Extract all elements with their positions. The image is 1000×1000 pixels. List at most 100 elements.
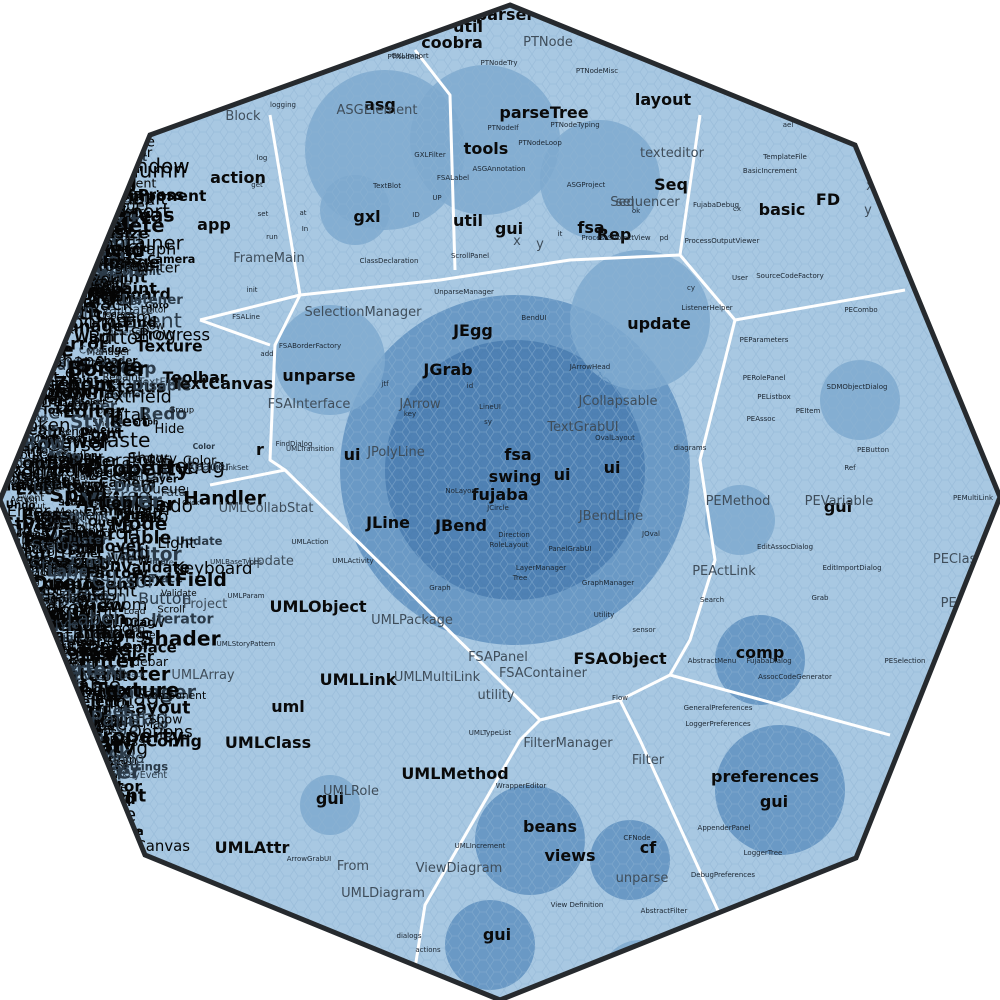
crowd-label: Config [9,453,71,473]
crowd-label: Shader [9,256,90,280]
crowd-label: View [65,276,82,285]
crowd-label: Model [1,201,34,212]
crowd-label: Redo [53,246,77,256]
crowd-label: Node [27,192,48,202]
map-label: UMLMultiLink [394,670,481,685]
map-label: gxl [353,207,380,226]
crowd-label: Component [24,507,110,524]
crowd-label: Line [8,725,35,740]
crowd-label: Stack [0,716,29,727]
crowd-label: Render [99,492,177,515]
crowd-label: Release [0,216,34,227]
crowd-label: Tab [95,555,112,565]
crowd-label: Buffer [21,474,48,484]
map-label: y [864,203,872,218]
crowd-label: Task [109,257,140,273]
crowd-label: Release [33,141,80,153]
crowd-label: Button [16,829,80,851]
crowd-label: Light [73,602,115,622]
map-label: util [453,211,483,230]
region-boundary [619,319,737,702]
crowd-label: Release [11,756,60,771]
crowd-label: Enter [80,650,139,673]
map-label: utility [478,688,515,703]
crowd-label: Token [35,597,91,620]
crowd-label: Sidebar [20,770,66,782]
map-label: gui [316,789,344,808]
crowd-label: Cursor [46,433,112,456]
crowd-label: Grid [44,190,83,211]
crowd-label: Job [43,393,61,406]
crowd-label: Writer [2,836,45,852]
map-label: OvalLayout [595,434,635,442]
crowd-label: Import [31,460,91,481]
crowd-label: Delete [48,160,78,170]
crowd-label: Label [42,780,78,796]
map-label: AbstractMenu [688,657,737,665]
crowd-label: Path [8,183,31,195]
crowd-label: Border [34,705,87,724]
crowd-label: Color [0,691,45,714]
crowd-label: Pan [60,159,93,180]
crowd-label: Fit [74,535,104,558]
map-label: UMLTransition [286,445,334,453]
crowd-label: Action [22,187,57,198]
crowd-label: Open [0,764,46,787]
map-label: PEButton [857,446,889,454]
crowd-label: Delete [88,466,138,484]
crowd-label: Vertex [51,659,118,680]
map-label: EditAssocDialog [757,543,813,551]
map-label: UMLRole [323,784,379,799]
crowd-label: Align [76,609,127,629]
crowd-label: View [41,607,91,628]
crowd-label: Replace [110,639,176,657]
map-label: fsa [577,218,604,237]
crowd-label: Close [53,579,102,600]
crowd-label: Focus [31,271,61,283]
map-label: UMLActivity [332,557,373,565]
map-label: UMLArray [171,668,235,683]
map-label: it [558,230,563,238]
crowd-label: Component [23,815,104,831]
crowd-label: Canvas [86,805,125,816]
crowd-label: Menu [0,198,32,210]
map-label: Flow [612,694,628,702]
crowd-label: Press [138,186,184,204]
crowd-label: Import [23,551,88,574]
map-label: JCollapsable [578,394,658,409]
map-label: LoggerPreferences [685,720,751,728]
crowd-label: Texture [94,678,180,702]
crowd-label: Render [0,300,70,321]
crowd-label: Point [79,425,123,443]
crowd-label: Line [41,154,63,167]
crowd-label: Rect [10,162,55,183]
crowd-label: Writer [0,140,64,162]
crowd-label: Pan [26,182,49,195]
crowd-label: Drop [37,535,80,556]
crowd-label: Image [102,253,160,272]
crowd-label: Undo [16,276,40,286]
crowd-label: Hide [0,359,27,375]
crowd-label: Trace [149,572,183,585]
crowd-label: Goto [40,290,64,300]
map-label: gui [824,497,852,516]
crowd-label: Options [37,291,76,301]
crowd-label: Camera [99,476,156,491]
crowd-label: Order [81,289,135,311]
crowd-label: Status [4,481,40,494]
map-label: JArrowHead [569,363,611,371]
crowd-label: Path [23,540,65,563]
map-label: JBendLine [578,509,643,524]
crowd-label: Dialog [0,730,36,743]
crowd-label: Viewer [41,433,109,453]
crowd-label: Pan [113,754,137,769]
map-label: diagrams [674,444,707,452]
map-label: fsa [504,445,531,464]
crowd-label: State [29,134,75,154]
crowd-label: Container [88,232,184,255]
crowd-label: Log [30,119,52,133]
crowd-label: Pan [2,833,19,842]
crowd-label: Event [69,662,126,685]
crowd-label: Align [28,244,48,253]
crowd-label: Find [122,315,157,331]
